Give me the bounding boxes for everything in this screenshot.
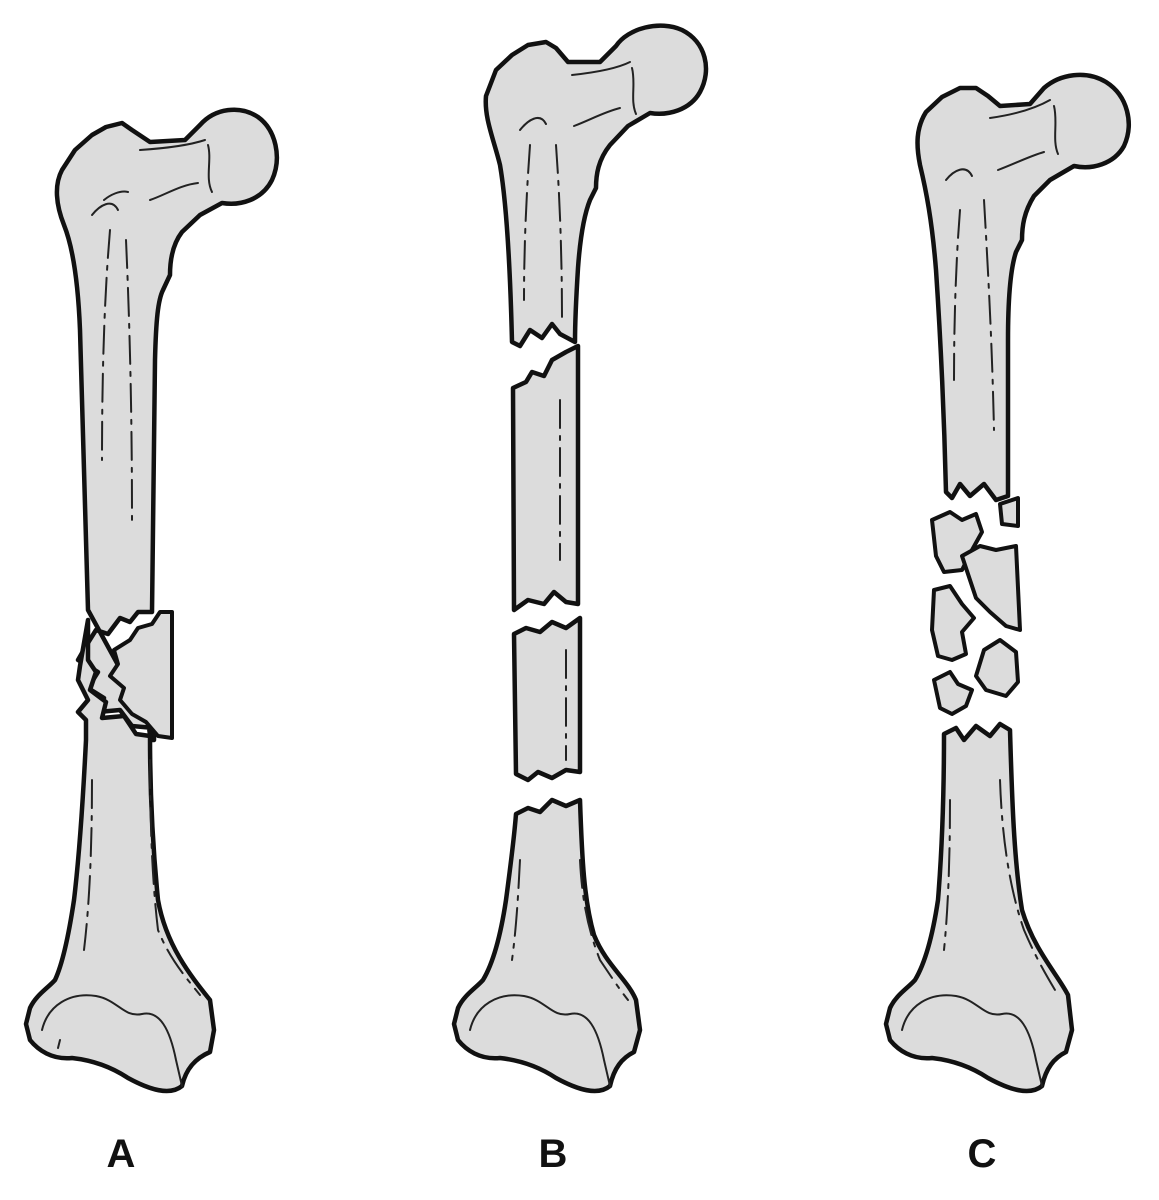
femur-c-fragment-5 xyxy=(974,638,1020,698)
femur-a-lower-fragment xyxy=(23,617,217,1094)
panel-label-c: C xyxy=(967,1132,997,1176)
femur-b xyxy=(451,23,709,1094)
panel-label-b: B xyxy=(538,1132,568,1176)
femur-b-distal-fragment xyxy=(451,797,643,1094)
femur-c-proximal-fragment xyxy=(915,72,1131,503)
femur-c-fragment-3 xyxy=(960,544,1022,632)
femur-c-fragment-1 xyxy=(930,510,984,574)
femur-a-condyle-line xyxy=(41,994,183,1087)
femur-b-middle-fragment-1 xyxy=(510,343,581,613)
femur-c-fragment-4 xyxy=(930,584,976,662)
femur-a-upper-fragment xyxy=(54,107,280,743)
femur-b-proximal-fragment xyxy=(483,23,709,349)
femur-a xyxy=(23,107,280,1094)
femur-c-fragment-6 xyxy=(932,670,974,716)
femur-c xyxy=(883,72,1131,1094)
femur-b-middle-fragment-2 xyxy=(511,615,583,783)
femur-c-distal-fragment xyxy=(883,721,1075,1094)
panel-label-a: A xyxy=(106,1132,136,1176)
femur-a-wedge-fragment xyxy=(108,610,174,740)
femur-c-fragment-2 xyxy=(998,496,1020,528)
